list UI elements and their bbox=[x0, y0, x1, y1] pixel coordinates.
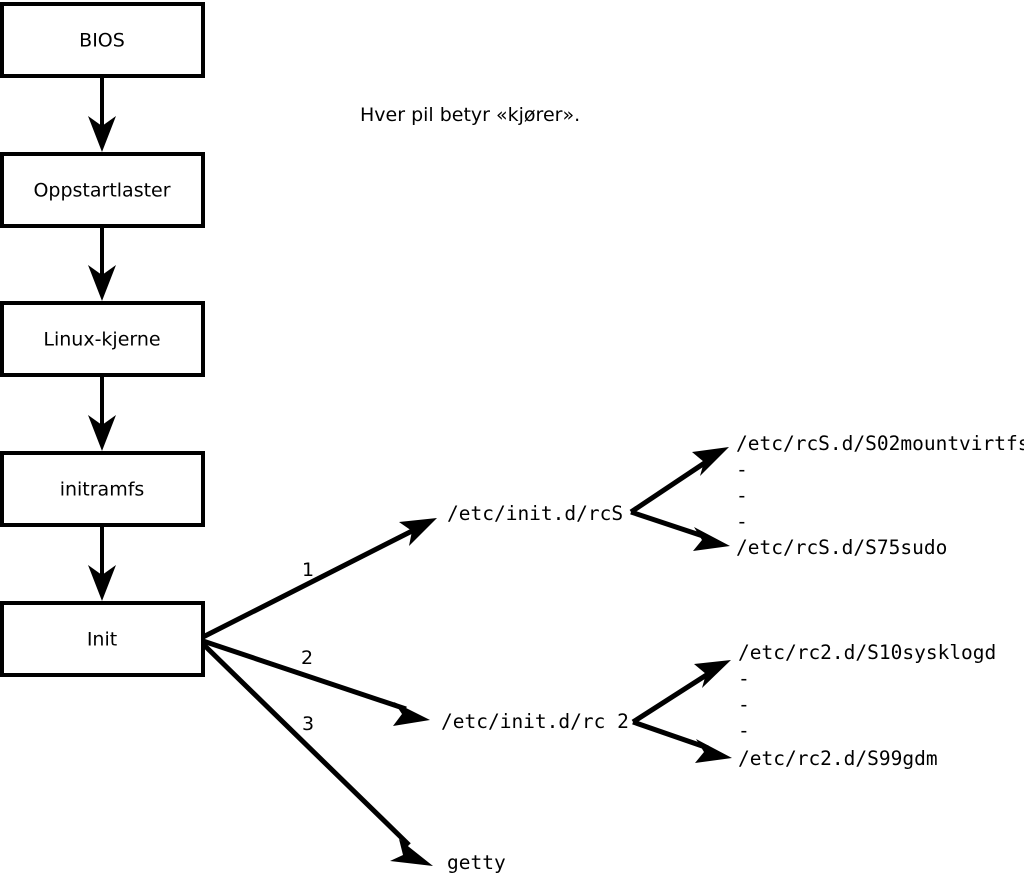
rcs-script-first: /etc/rcS.d/S02mountvirtfs bbox=[736, 432, 1024, 455]
fork-arrow-rc2-upper bbox=[631, 660, 731, 725]
rcs-script-ellipsis-dash: - bbox=[736, 484, 748, 507]
branch-arrow-3 bbox=[201, 642, 433, 866]
rcs-script-ellipsis-dash: - bbox=[736, 458, 748, 481]
flow-arrow-bios-to-oppstartlaster bbox=[88, 78, 116, 152]
process-box-linux-kjerne[interactable]: Linux-kjerne bbox=[0, 301, 205, 377]
process-box-oppstartlaster[interactable]: Oppstartlaster bbox=[0, 152, 205, 228]
branch-number-2: 2 bbox=[301, 647, 313, 669]
rcs-script-ellipsis-dash: - bbox=[736, 510, 748, 533]
process-box-label: initramfs bbox=[60, 479, 145, 501]
process-box-label: Init bbox=[87, 629, 117, 651]
branch-arrow-1 bbox=[201, 518, 437, 640]
process-box-label: Linux-kjerne bbox=[43, 329, 160, 351]
branch-target-rc2-label: /etc/init.d/rc 2 bbox=[441, 710, 629, 733]
fork-arrow-rcs-upper bbox=[629, 447, 729, 515]
branch-number-3: 3 bbox=[302, 713, 314, 735]
flow-arrow-oppstartlaster-to-kjerne bbox=[88, 228, 116, 301]
fork-arrow-rcs-lower bbox=[630, 509, 730, 551]
branch-target-getty-label: getty bbox=[447, 851, 506, 874]
fork-arrow-rc2-lower bbox=[632, 719, 732, 763]
rc2-script-ellipsis-dash: - bbox=[738, 693, 750, 716]
flow-arrow-kjerne-to-initramfs bbox=[88, 377, 116, 451]
branch-arrow-2 bbox=[202, 638, 430, 726]
rc2-script-last: /etc/rc2.d/S99gdm bbox=[738, 747, 938, 770]
legend-note: Hver pil betyr «kjører». bbox=[360, 104, 580, 126]
process-box-label: Oppstartlaster bbox=[33, 180, 170, 202]
flow-arrow-initramfs-to-init bbox=[88, 527, 116, 601]
branch-number-1: 1 bbox=[302, 559, 314, 581]
process-box-label: BIOS bbox=[79, 30, 125, 52]
rc2-script-ellipsis-dash: - bbox=[738, 719, 750, 742]
process-box-initramfs[interactable]: initramfs bbox=[0, 451, 205, 527]
process-box-init[interactable]: Init bbox=[0, 601, 205, 677]
rc2-script-ellipsis-dash: - bbox=[738, 667, 750, 690]
process-box-bios[interactable]: BIOS bbox=[0, 2, 205, 78]
rcs-script-last: /etc/rcS.d/S75sudo bbox=[736, 536, 947, 559]
branch-target-rcs-label: /etc/init.d/rcS bbox=[447, 502, 623, 525]
rc2-script-first: /etc/rc2.d/S10sysklogd bbox=[738, 641, 996, 664]
